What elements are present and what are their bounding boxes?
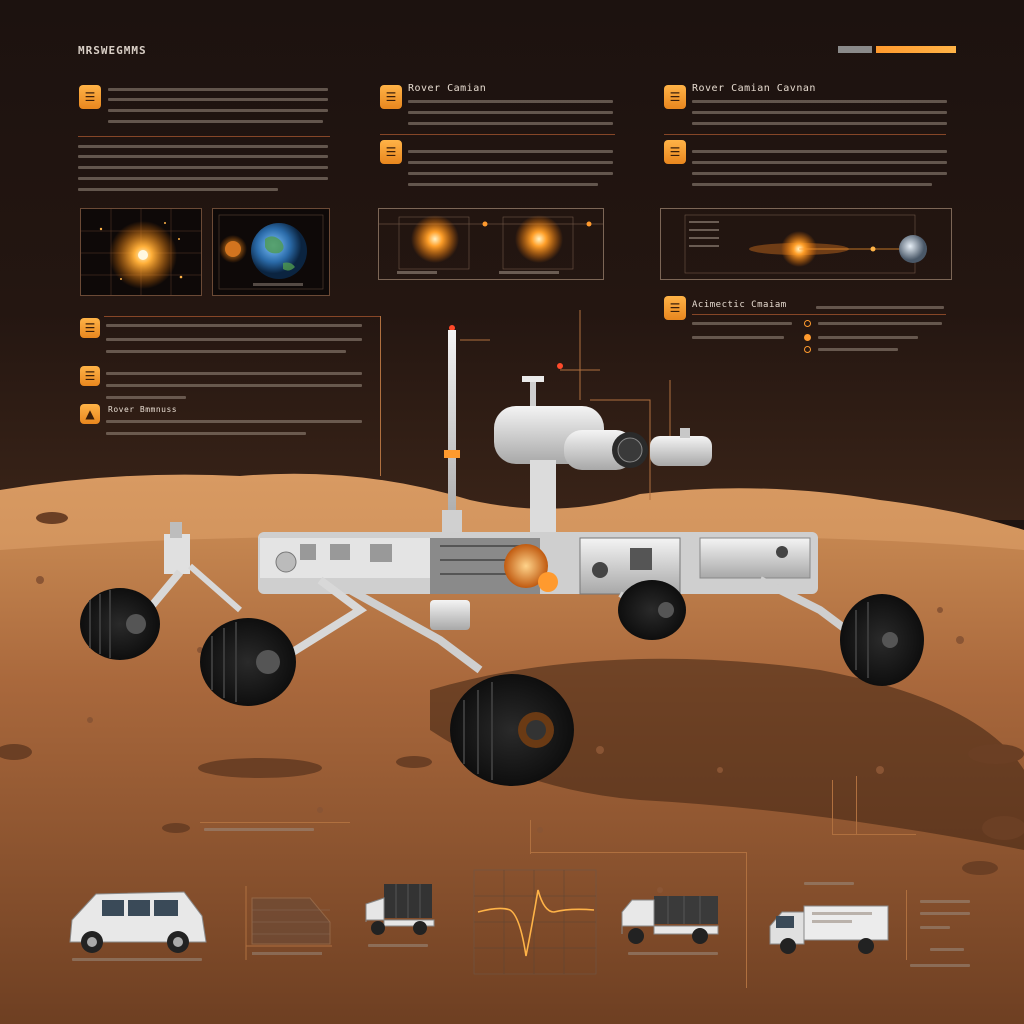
bullet-icon	[804, 320, 811, 327]
document-icon: ☰	[664, 140, 686, 164]
panel-title-rover-bmmnuss: Rover Bmmnuss	[108, 405, 178, 414]
mars-rover-illustration	[60, 310, 960, 810]
flatbed-truck-illustration	[618, 890, 722, 955]
star-burst-icon	[379, 215, 603, 274]
page-title: MRSWEGMMS	[78, 44, 147, 57]
star-image-frame	[80, 208, 202, 296]
document-icon: ☰	[664, 296, 686, 320]
earth-planet-icon	[684, 214, 927, 274]
planet-image-frame	[212, 208, 330, 296]
bullet-icon	[804, 334, 811, 341]
box-truck-illustration	[766, 900, 892, 960]
suv-vehicle-illustration	[66, 886, 208, 961]
star-burst-icon	[81, 209, 201, 295]
panel-title-acimectic: Acimectic Cmaiam	[692, 300, 787, 310]
document-icon: ☰	[380, 140, 402, 164]
dual-star-diagram	[378, 208, 604, 280]
document-icon: ☰	[80, 366, 100, 386]
document-icon: ☰	[80, 318, 100, 338]
document-icon: ☰	[79, 85, 101, 109]
header-progress-bar	[838, 46, 956, 53]
panel-title-rover-camian: Rover Camian	[408, 83, 487, 94]
bullet-icon	[804, 346, 811, 353]
earth-planet-icon	[218, 214, 324, 290]
mini-bar-chart	[240, 882, 334, 966]
mini-line-chart	[470, 866, 600, 982]
warning-icon: ▲	[80, 404, 100, 424]
document-icon: ☰	[664, 85, 686, 109]
panel-title-rover-camian-cavnan: Rover Camian Cavnan	[692, 83, 816, 94]
truck-vehicle-illustration	[362, 880, 438, 947]
document-icon: ☰	[380, 85, 402, 109]
star-planet-diagram	[660, 208, 952, 280]
